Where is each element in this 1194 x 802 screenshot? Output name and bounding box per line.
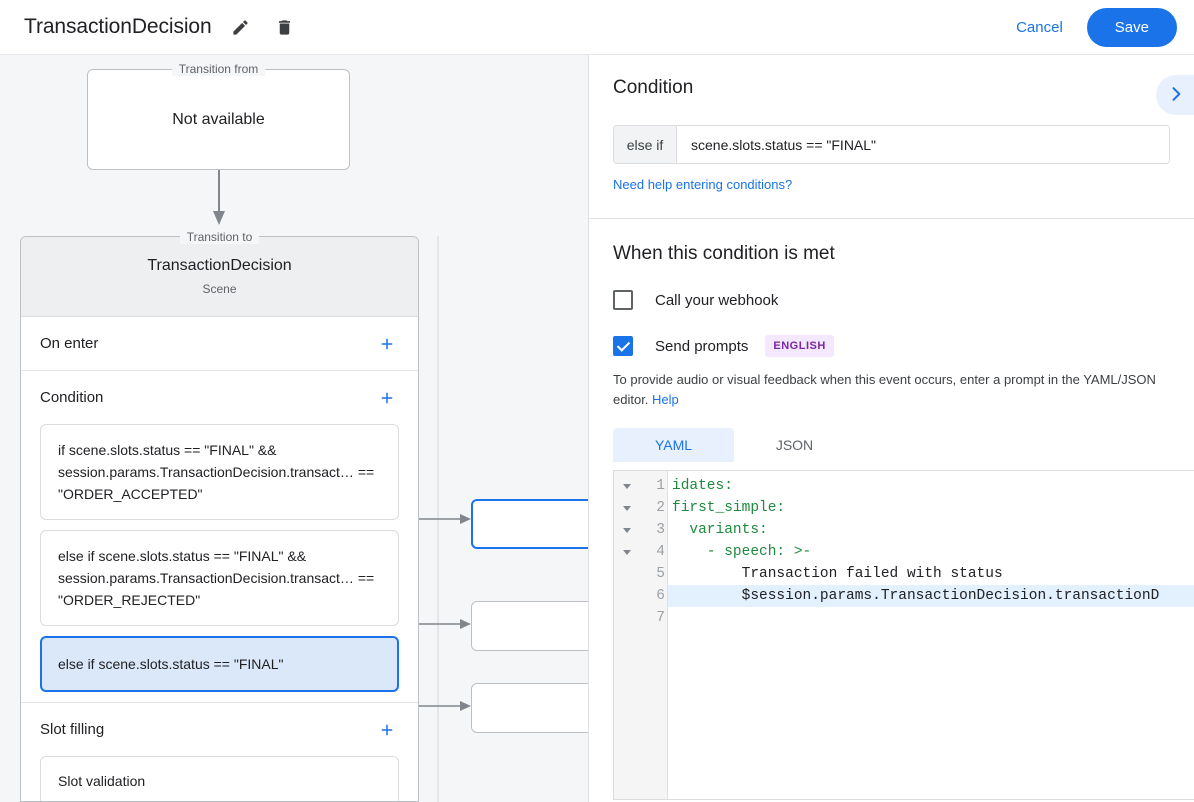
- plus-icon: [378, 335, 396, 353]
- code-line[interactable]: idates:: [672, 478, 733, 494]
- section-title-on-enter: On enter: [40, 335, 99, 352]
- chevron-right-icon: [1166, 84, 1186, 107]
- plus-icon: [378, 721, 396, 739]
- section-title-condition: Condition: [40, 389, 104, 406]
- code-line[interactable]: $session.params.TransactionDecision.tran…: [668, 585, 1194, 607]
- section-slot-filling: Slot filling Slot validation: [21, 703, 418, 801]
- target-node-stub[interactable]: [471, 601, 588, 651]
- pencil-icon: [231, 18, 250, 37]
- trash-icon: [275, 18, 294, 37]
- line-number: 3: [656, 522, 665, 538]
- tab-yaml[interactable]: YAML: [613, 428, 734, 462]
- tab-json[interactable]: JSON: [775, 437, 814, 453]
- condition-list-item[interactable]: else if scene.slots.status == "FINAL" &&…: [40, 530, 399, 626]
- fold-gutter-spacer: [614, 607, 640, 629]
- code-line[interactable]: [668, 607, 1194, 629]
- call-webhook-label: Call your webhook: [655, 291, 779, 309]
- fold-toggle-icon[interactable]: [614, 541, 640, 563]
- target-node-stub-selected[interactable]: [471, 499, 588, 549]
- scene-graph-canvas: Transition from Not available Transactio…: [0, 55, 588, 802]
- language-badge: ENGLISH: [765, 335, 834, 357]
- send-prompts-label: Send prompts: [655, 337, 749, 355]
- plus-icon: [378, 389, 396, 407]
- code-line[interactable]: variants:: [672, 522, 768, 538]
- section-condition: Condition if scene.slots.status == "FINA…: [21, 371, 418, 703]
- scene-subtitle: Scene: [202, 282, 237, 296]
- page-title: TransactionDecision: [24, 15, 212, 38]
- add-slot-filling-button[interactable]: [375, 718, 399, 742]
- condition-prefix-label: else if: [614, 126, 677, 163]
- trash-icon-button[interactable]: [270, 12, 300, 42]
- fold-toggle-icon[interactable]: [614, 497, 640, 519]
- fold-toggle-icon[interactable]: [614, 475, 640, 497]
- condition-help-link[interactable]: Need help entering conditions?: [613, 177, 793, 192]
- line-number: 1: [656, 478, 665, 494]
- scene-title: TransactionDecision: [147, 257, 292, 274]
- when-condition-met-section: When this condition is met Call your web…: [589, 219, 1194, 800]
- scene-header[interactable]: TransactionDecision Scene: [21, 237, 418, 317]
- webhook-checkbox-row: Call your webhook: [613, 290, 1170, 310]
- condition-input-row: else if: [613, 125, 1170, 164]
- send-prompts-checkbox[interactable]: [613, 336, 633, 356]
- fold-toggle-icon[interactable]: [614, 519, 640, 541]
- line-number: 4: [656, 544, 665, 560]
- line-number: 5: [656, 566, 665, 582]
- prompt-description-text: To provide audio or visual feedback when…: [613, 372, 1156, 407]
- fold-gutter-spacer: [614, 585, 640, 607]
- editor-fold-gutter: [614, 471, 640, 799]
- editor-scrollbar[interactable]: [1187, 471, 1194, 799]
- condition-heading: Condition: [613, 77, 694, 98]
- transition-from-value: Not available: [172, 110, 265, 128]
- condition-detail-panel: Condition else if Need help entering con…: [588, 55, 1194, 802]
- call-webhook-checkbox[interactable]: [613, 290, 633, 310]
- panel-divider: [589, 218, 1194, 219]
- condition-list-item[interactable]: if scene.slots.status == "FINAL" && sess…: [40, 424, 399, 520]
- section-title-slot-filling: Slot filling: [40, 721, 105, 738]
- condition-list-item-selected[interactable]: else if scene.slots.status == "FINAL": [40, 636, 399, 692]
- prompt-description: To provide audio or visual feedback when…: [613, 370, 1169, 410]
- slot-validation-item[interactable]: Slot validation: [40, 756, 399, 801]
- collapse-panel-button[interactable]: [1156, 75, 1194, 115]
- condition-input[interactable]: [677, 126, 1169, 163]
- section-header-slot-filling: Slot filling: [21, 703, 418, 756]
- editor-line-number-gutter: 1 2 3 4 5 6 7: [640, 471, 668, 799]
- prompt-help-link[interactable]: Help: [652, 392, 679, 407]
- condition-editor-section: Condition else if Need help entering con…: [589, 55, 1194, 218]
- top-app-bar: TransactionDecision Cancel Save: [0, 0, 1194, 55]
- when-condition-met-heading: When this condition is met: [613, 243, 835, 264]
- transition-from-legend: Transition from: [171, 62, 266, 76]
- yaml-code-editor[interactable]: 1 2 3 4 5 6 7 idates: first_simple: variants: -…: [613, 470, 1194, 800]
- section-on-enter: On enter: [21, 317, 418, 371]
- editor-code-area[interactable]: idates: first_simple: variants: - speech:…: [668, 471, 1194, 799]
- target-node-stub[interactable]: [471, 683, 588, 733]
- code-line[interactable]: Transaction failed with status: [672, 566, 1003, 582]
- top-bar-actions: Cancel Save: [1002, 7, 1177, 47]
- line-number: 2: [656, 500, 665, 516]
- line-number: 7: [656, 610, 665, 626]
- code-line[interactable]: - speech: >-: [672, 544, 812, 560]
- transition-from-box: Transition from Not available: [87, 62, 350, 170]
- fold-gutter-spacer: [614, 563, 640, 585]
- section-header-condition: Condition: [21, 371, 418, 424]
- cancel-button[interactable]: Cancel: [1002, 10, 1077, 45]
- code-line[interactable]: first_simple:: [672, 500, 786, 516]
- add-on-enter-button[interactable]: [375, 332, 399, 356]
- send-prompts-checkbox-row: Send prompts ENGLISH: [613, 335, 1170, 357]
- editor-format-tabs: YAML JSON: [613, 428, 1170, 462]
- section-header-on-enter: On enter: [21, 317, 418, 370]
- save-button[interactable]: Save: [1086, 7, 1177, 47]
- transition-to-card: TransactionDecision Scene On enter Condi…: [20, 236, 419, 802]
- pencil-icon-button[interactable]: [226, 12, 256, 42]
- add-condition-button[interactable]: [375, 386, 399, 410]
- line-number: 6: [656, 588, 665, 604]
